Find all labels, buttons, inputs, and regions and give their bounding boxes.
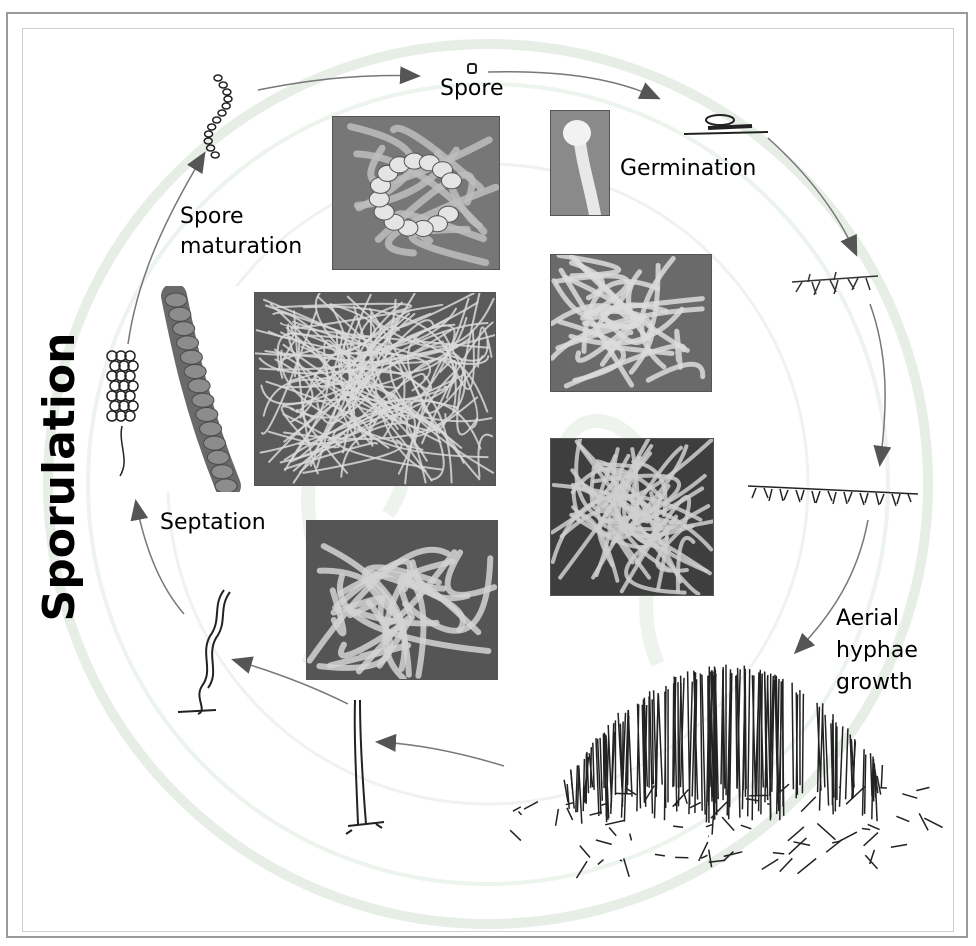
spore-drawing — [468, 64, 476, 73]
micrograph-aerial-hyphae — [254, 292, 496, 486]
label-spore-maturation-line2: maturation — [180, 232, 302, 262]
label-spore-maturation-line1: Spore — [180, 202, 244, 232]
label-septation: Septation — [160, 508, 266, 538]
spore-chain-drawing — [204, 75, 232, 158]
micrograph-spore-chain — [156, 286, 250, 492]
micrograph-branching — [550, 254, 712, 392]
figure-frame: Spore Germination Spore maturation Aeria… — [6, 12, 968, 938]
label-sporulation: Sporulation — [35, 317, 85, 637]
septating-hypha-drawing — [178, 590, 230, 714]
aerial-hypha-drawing — [346, 700, 384, 834]
label-spore: Spore — [440, 74, 504, 104]
branching-hypha-drawing — [792, 272, 878, 295]
spore-cluster-drawing — [107, 351, 138, 476]
label-aerial-line1: Aerial — [836, 604, 899, 634]
germinating-spore-drawing — [684, 115, 768, 134]
label-aerial-line2: hyphae — [836, 636, 918, 666]
label-aerial-line3: growth — [836, 668, 913, 698]
label-germination: Germination — [620, 154, 756, 184]
micrograph-mycelium — [550, 438, 714, 596]
micrograph-septation — [306, 520, 498, 680]
micrograph-germination — [550, 110, 610, 216]
mycelium-mat-drawing — [748, 486, 918, 506]
micrograph-spore-coil — [332, 116, 500, 270]
